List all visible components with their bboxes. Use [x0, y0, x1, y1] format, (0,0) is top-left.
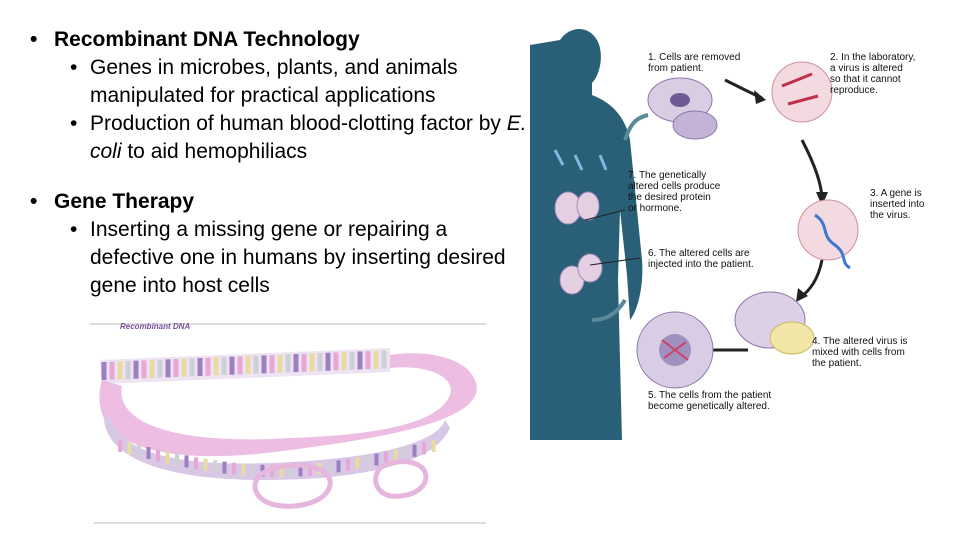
cells-in-body	[553, 149, 608, 295]
sub-bullet-inserting-gene: Inserting a missing gene or repairing a …	[70, 216, 530, 300]
genetically-altered-cells	[636, 311, 714, 389]
step-6-caption: 6. The altered cells are injected into t…	[648, 248, 754, 270]
step-1-caption: 1. Cells are removed from patient.	[648, 52, 741, 74]
step-3-caption: 3. A gene is inserted into the virus.	[870, 188, 925, 221]
blue-arrows	[591, 113, 649, 322]
step-5-caption: 5. The cells from the patient become gen…	[648, 390, 772, 412]
sub-bullet-text-a: Production of human blood-clotting facto…	[90, 112, 507, 135]
removed-cells	[647, 77, 718, 140]
bullet-list: Recombinant DNA Technology Genes in micr…	[30, 26, 530, 300]
virus-mixed-cells	[734, 291, 815, 355]
step-7-caption: 7. The genetically altered cells produce…	[628, 170, 721, 214]
gene-inserted-virus	[797, 199, 859, 270]
sub-bullet-blood-clotting: Production of human blood-clotting facto…	[70, 110, 530, 166]
dna-ribbon	[99, 348, 477, 509]
human-silhouette	[530, 28, 643, 440]
recombinant-dna-image: Recombinant DNA	[90, 322, 486, 524]
bullet-gene-therapy: Gene Therapy	[30, 188, 530, 216]
sub-bullet-genes-manipulated: Genes in microbes, plants, and animals m…	[70, 54, 530, 110]
sub-bullet-text-b: to aid hemophiliacs	[121, 140, 308, 163]
species-name: E. coli	[90, 112, 527, 163]
altered-virus	[771, 61, 833, 123]
step-2-caption: 2. In the laboratory, a virus is altered…	[830, 52, 916, 96]
recombinant-dna-caption: Recombinant DNA	[120, 322, 190, 331]
bullet-recombinant-dna: Recombinant DNA Technology	[30, 26, 530, 54]
gene-therapy-diagram: 1. Cells are removed from patient. 2. In…	[530, 20, 960, 440]
leader-lines	[584, 209, 641, 266]
step-4-caption: 4. The altered virus is mixed with cells…	[812, 336, 908, 369]
